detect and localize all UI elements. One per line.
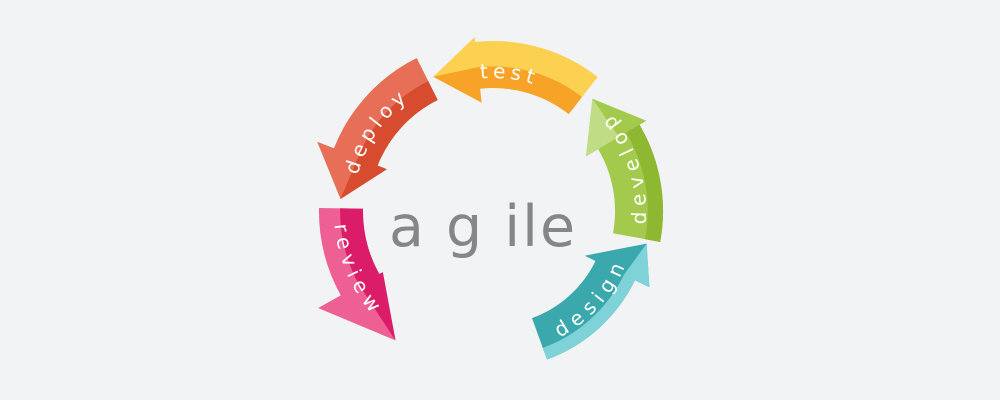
arrow-test: test [433,37,598,115]
arrow-develop: develop [586,98,664,242]
arrow-review-shade [340,208,396,341]
arrow-design-body [532,243,650,360]
arrow-develop-shade [626,124,664,242]
arrow-design: design [532,243,650,360]
arrow-review: review [318,208,396,341]
diagram-center-title: a g ile [389,194,577,260]
arrow-test-shade [433,66,582,115]
arrow-develop-head-highlight [586,98,619,157]
arrow-design-shade [542,243,650,360]
arrow-deploy-shade [340,81,438,199]
arrow-deploy: deploy [317,58,438,199]
